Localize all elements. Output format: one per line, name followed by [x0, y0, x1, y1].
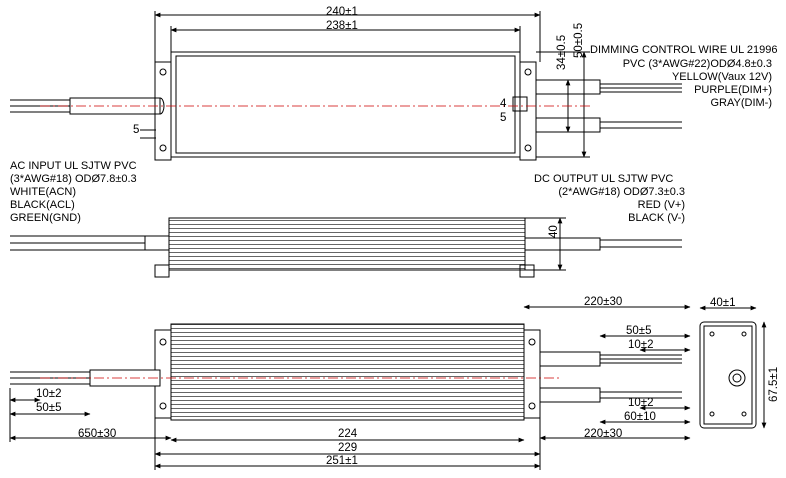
dim-bottom-ac-strip-50: 50±5	[36, 402, 62, 414]
dimming-spec: PVC (3*AWG#22)ODØ4.8±0.3	[622, 58, 772, 70]
dim-bottom-229: 229	[338, 442, 358, 454]
dim-top-slot-5-right: 5	[500, 112, 507, 124]
dim-bottom-strip-60: 60±10	[624, 411, 656, 423]
dim-endview-height: 67.5±1	[768, 366, 780, 402]
dimming-yellow: YELLOW(Vaux 12V)	[671, 71, 772, 83]
dim-bottom-strip-50: 50±5	[626, 325, 652, 337]
dc-black: BLACK (V-)	[628, 212, 685, 224]
dimming-purple: PURPLE(DIM+)	[694, 84, 772, 96]
dim-top-overall: 240±1	[326, 6, 358, 18]
ac-black: BLACK(ACL)	[10, 199, 75, 211]
dim-bottom-251: 251±1	[326, 455, 358, 467]
ac-spec: (3*AWG#18) ODØ7.8±0.3	[10, 173, 137, 185]
ac-white: WHITE(ACN)	[10, 186, 76, 198]
bottom-view	[9, 304, 691, 470]
ac-title: AC INPUT UL SJTW PVC	[10, 160, 137, 172]
dim-bottom-strip-10-top: 10±2	[628, 339, 654, 351]
dim-side-height: 40	[548, 225, 560, 238]
dim-top-slot-5-left: 5	[133, 124, 140, 136]
dim-top-slot-4: 4	[500, 98, 507, 110]
dim-bottom-224: 224	[338, 428, 358, 440]
dim-top-height-50: 50±0.5	[573, 22, 585, 58]
dim-bottom-strip-10-bot: 10±2	[628, 397, 654, 409]
dimming-gray: GRAY(DIM-)	[710, 97, 772, 109]
dim-bottom-ac-cable: 650±30	[78, 428, 117, 440]
dc-title: DC OUTPUT UL SJTW PVC	[534, 173, 674, 185]
top-view	[10, 11, 682, 161]
dimming-title: DIMMING CONTROL WIRE UL 21996	[590, 44, 778, 56]
dim-endview-width: 40±1	[710, 297, 736, 309]
dim-bottom-dc-cable-lower: 220±30	[584, 428, 623, 440]
dim-top-height-34: 34±0.5	[556, 34, 568, 70]
end-view	[699, 305, 767, 429]
dc-red: RED (V+)	[637, 199, 685, 211]
dim-top-body: 238±1	[326, 20, 358, 32]
dim-bottom-ac-strip-10: 10±2	[36, 388, 62, 400]
ac-green: GREEN(GND)	[10, 212, 81, 224]
dc-spec: (2*AWG#18) ODØ7.3±0.3	[558, 186, 685, 198]
dim-bottom-dc-cable: 220±30	[584, 296, 623, 308]
side-view	[10, 217, 682, 278]
